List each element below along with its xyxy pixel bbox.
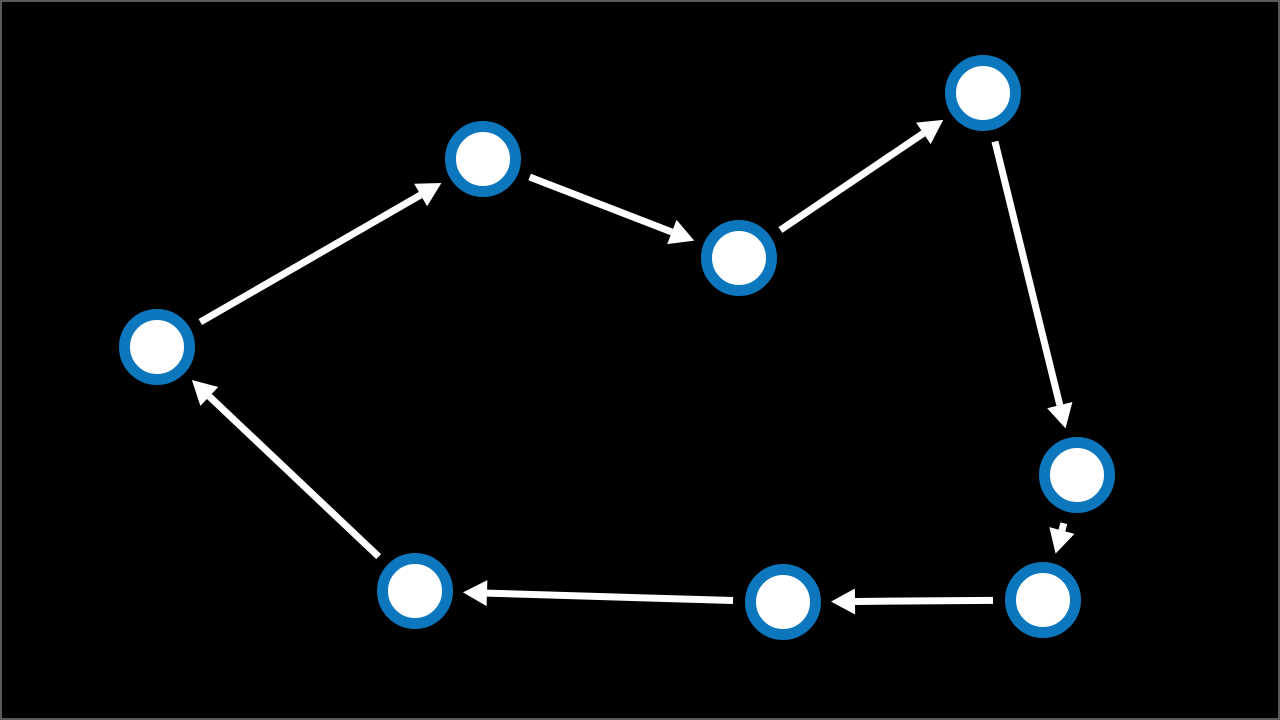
arrow-head xyxy=(1047,401,1073,429)
graph-node[interactable] xyxy=(701,220,777,296)
arrow-shaft xyxy=(528,173,674,236)
graph-edge-arrow[interactable] xyxy=(991,140,1073,429)
graph-edge-arrow[interactable] xyxy=(462,580,734,607)
arrow-head xyxy=(667,219,695,245)
arrow-shaft xyxy=(991,140,1064,406)
arrow-shaft xyxy=(206,393,382,560)
arrow-shaft xyxy=(198,191,423,326)
arrow-head xyxy=(830,588,856,615)
graph-edge-arrow[interactable] xyxy=(1049,522,1075,554)
graph-node[interactable] xyxy=(119,309,195,385)
graph-edge-arrow[interactable] xyxy=(528,173,695,245)
arrow-shaft xyxy=(486,589,734,605)
arrow-head xyxy=(1049,527,1075,554)
edges-layer xyxy=(191,119,1075,615)
graph-node[interactable] xyxy=(377,553,453,629)
graph-edge-arrow[interactable] xyxy=(191,379,382,560)
arrow-head xyxy=(462,580,488,607)
arrow-head xyxy=(191,379,219,406)
graph-edge-arrow[interactable] xyxy=(830,588,994,615)
graph-edge-arrow[interactable] xyxy=(778,119,944,233)
graph-node[interactable] xyxy=(445,121,521,197)
arrow-shaft xyxy=(778,130,926,233)
arrow-shaft xyxy=(1058,522,1068,532)
nodes-layer xyxy=(119,55,1115,640)
arrow-head xyxy=(414,182,442,207)
graph-edge-arrow[interactable] xyxy=(198,182,442,326)
arrow-shaft xyxy=(854,596,994,605)
arrow-head xyxy=(916,119,944,145)
graph-node[interactable] xyxy=(945,55,1021,131)
graph-node[interactable] xyxy=(1005,562,1081,638)
graph-node[interactable] xyxy=(1039,437,1115,513)
graph-node[interactable] xyxy=(745,564,821,640)
